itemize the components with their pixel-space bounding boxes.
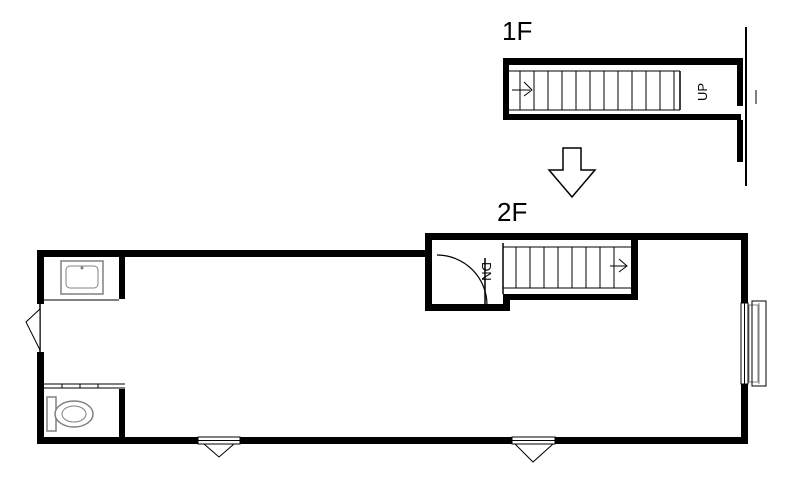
stair-treads-2f xyxy=(502,243,631,294)
stair-down-label: DN xyxy=(479,262,494,281)
exterior-walls-2f xyxy=(37,233,748,444)
stair-direction-arrow-2f xyxy=(618,258,628,273)
floor-1-label: 1F xyxy=(502,16,532,46)
toilet-icon xyxy=(46,396,94,432)
window-icon xyxy=(511,436,556,463)
floor-1: 1F xyxy=(502,16,757,186)
door-icon xyxy=(25,304,41,352)
stair-enclosure-1f xyxy=(503,58,757,162)
floor-2-label: 2F xyxy=(497,197,527,227)
sink-icon xyxy=(60,260,104,295)
stair-up-label: UP xyxy=(695,83,710,101)
down-arrow-icon xyxy=(547,147,597,199)
door-icon xyxy=(434,254,488,306)
washroom-2f xyxy=(44,257,125,437)
window-icon xyxy=(197,436,241,458)
stair-treads-1f xyxy=(509,70,681,111)
stair-room-walls-2f xyxy=(425,240,638,311)
window-icon xyxy=(740,300,767,387)
stair-direction-arrow-1f xyxy=(523,81,533,97)
floor-2: 2F xyxy=(25,197,767,463)
